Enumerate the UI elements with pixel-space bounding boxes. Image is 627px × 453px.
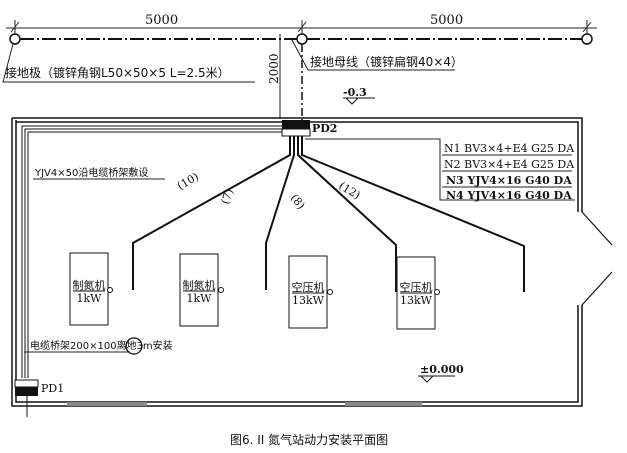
dimension-left: 5000: [145, 13, 178, 28]
equipment-power: 13kW: [400, 294, 433, 307]
ground-bus-leader: [291, 39, 455, 71]
feeder-cables: [132, 136, 525, 292]
equipment-1[interactable]: 制氮机 1kW: [69, 252, 113, 326]
equipment-power: 13kW: [292, 294, 325, 307]
ground-bus-label: 接地母线（镀锌扁钢40×4）: [310, 54, 463, 69]
equipment-2[interactable]: 制氮机 1kW: [179, 253, 224, 327]
tray-spec-label: 电缆桥架200×100离地3m安装: [30, 339, 173, 352]
cable-length-1: (10): [175, 170, 201, 193]
highlight-circle: [125, 337, 143, 355]
circuit-bracket: [305, 138, 575, 201]
ground-electrode-1: [9, 33, 21, 45]
window-1: [67, 402, 147, 406]
level-triangle-icon: [343, 97, 375, 105]
equipment-name: 制氮机: [183, 278, 216, 292]
ground-electrode-label: 接地极（镀锌角钢L50×50×5 L=2.5米）: [5, 65, 230, 80]
dimension-line: [6, 20, 597, 36]
equipment-3[interactable]: 空压机 13kW: [288, 255, 333, 329]
equipment-name: 空压机: [292, 280, 325, 294]
cable-tray: [21, 125, 284, 378]
window-2: [345, 402, 422, 406]
circuit-table: N1 BV3×4+E4 G25 DA N2 BV3×4+E4 G25 DA N3…: [442, 142, 575, 202]
tray-cable-label: YJV4×50沿电缆桥架敷设: [34, 166, 148, 179]
building-walls: [11, 117, 583, 407]
cable-length-3: (8): [288, 192, 308, 212]
equipment-power: 1kW: [187, 292, 213, 305]
level-outdoor: -0.3: [343, 86, 367, 99]
equipment-name: 制氮机: [73, 278, 106, 292]
dimension-right: 5000: [430, 13, 463, 28]
equipment-4[interactable]: 空压机 13kW: [396, 256, 440, 330]
circuit-n3: N3 YJV4×16 G40 DA: [446, 174, 572, 187]
cable-length-4: (12): [337, 179, 363, 202]
pd2-label: PD2: [312, 122, 337, 135]
ground-electrode-3: [581, 33, 593, 45]
offset-dimension: 2000: [267, 53, 281, 84]
equipment-power: 1kW: [77, 292, 103, 305]
level-triangle-icon: [418, 375, 455, 383]
circuit-n4: N4 YJV4×16 G40 DA: [446, 189, 572, 202]
door[interactable]: [581, 211, 613, 306]
distribution-box-pd1[interactable]: [14, 379, 39, 396]
ground-electrode-2: [296, 33, 308, 45]
distribution-box-pd2[interactable]: [281, 120, 311, 137]
level-indoor: ±0.000: [420, 363, 464, 376]
ground-electrode-leader: [2, 43, 255, 83]
circuit-n1: N1 BV3×4+E4 G25 DA: [444, 142, 575, 155]
circuit-n2: N2 BV3×4+E4 G25 DA: [444, 158, 575, 171]
cable-length-2: (7): [219, 187, 237, 206]
pd1-label: PD1: [41, 382, 64, 395]
equipment-name: 空压机: [400, 280, 433, 294]
figure-caption: 图6. II 氮气站动力安装平面图: [230, 432, 388, 447]
